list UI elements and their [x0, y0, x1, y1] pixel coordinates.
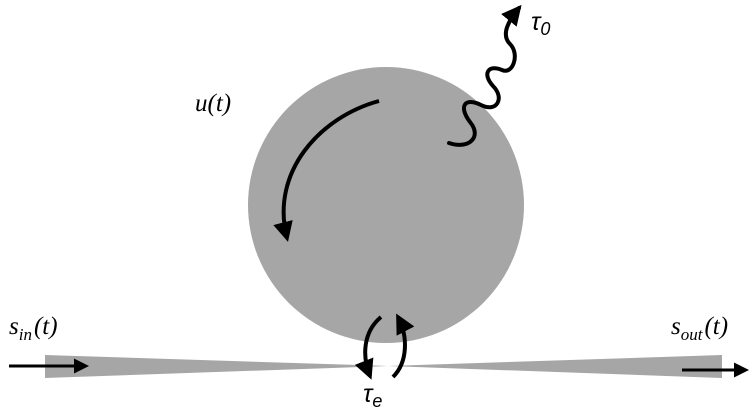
intrinsic-loss-label-base: τ: [531, 8, 542, 36]
coupling-loss-label-base: τ: [363, 380, 374, 408]
intrinsic-loss-label-sub: 0: [540, 19, 550, 39]
coupling-loss-label-sub: e: [372, 391, 382, 411]
output-signal-label: sout(t): [671, 313, 728, 344]
output-signal-label-arg: (t): [704, 313, 728, 340]
output-signal-label-base: s: [671, 313, 681, 340]
coupling-arrow-left: [354, 315, 383, 380]
radiation-loss-arrow: [447, 4, 522, 147]
output-signal-label-sub: out: [681, 325, 704, 344]
input-signal-label-base: s: [9, 313, 19, 340]
resonator-disk: [248, 67, 524, 343]
coupling-loss-label: τe: [363, 380, 382, 411]
circulation-arrow: [273, 99, 380, 242]
circulating-field-label: u(t): [195, 90, 231, 117]
input-signal-label-sub: in: [19, 325, 32, 344]
input-signal-label: sin(t): [9, 313, 58, 344]
intrinsic-loss-label: τ0: [531, 8, 550, 39]
coupling-arrow-right: [391, 313, 415, 379]
input-signal-label-arg: (t): [34, 313, 58, 340]
waveguide: [45, 355, 722, 378]
